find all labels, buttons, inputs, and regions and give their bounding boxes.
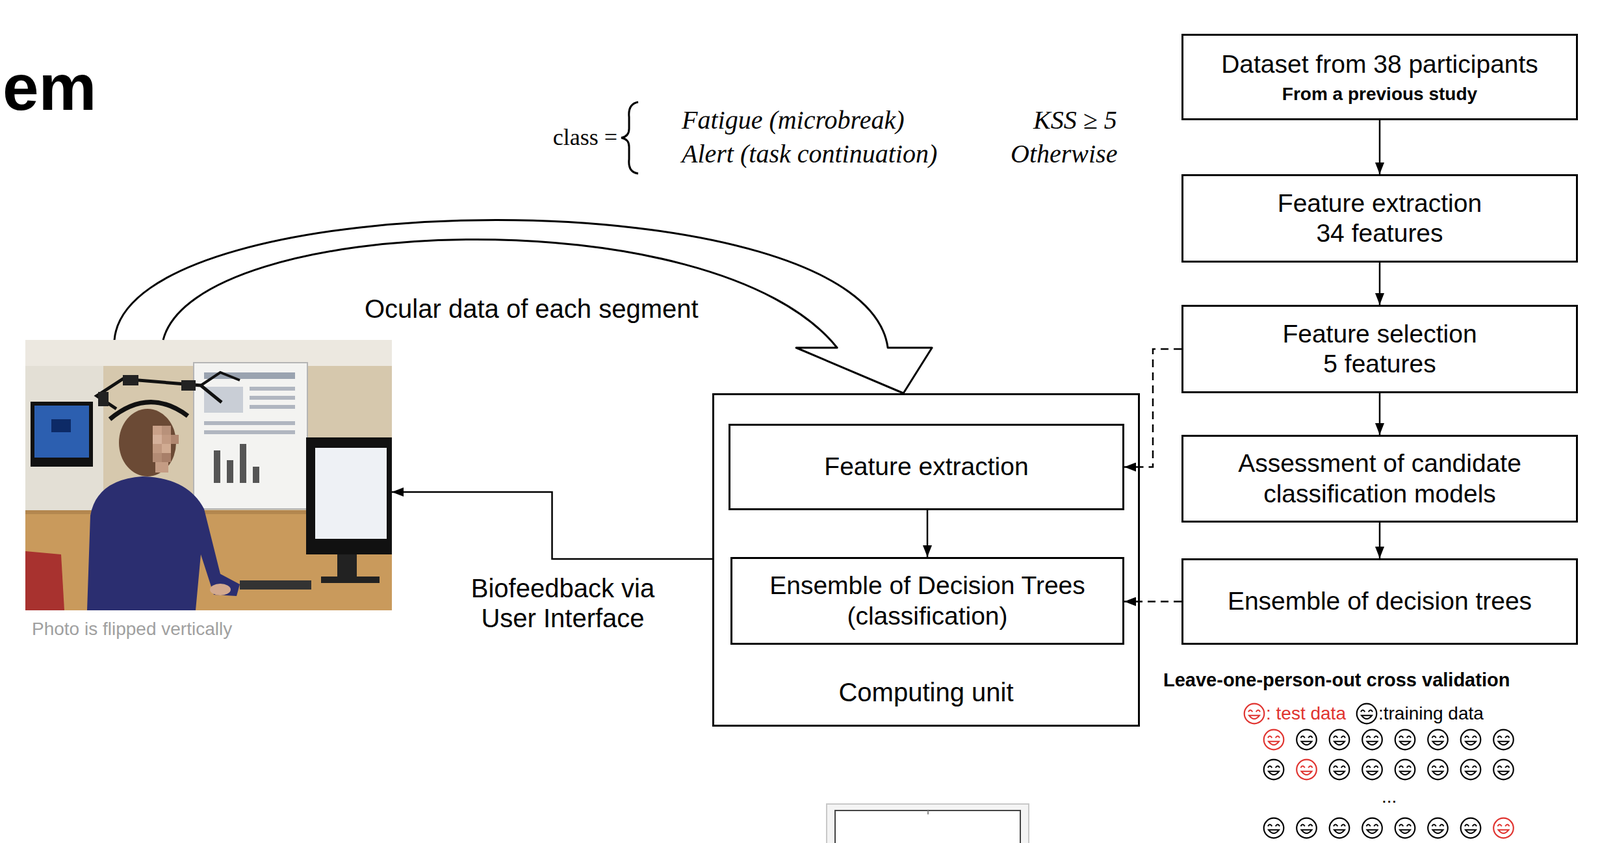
dataset-box: Dataset from 38 participantsFrom a previ… (1181, 33, 1578, 121)
data-flow-arrow (114, 219, 932, 394)
legend: : test data :training data (1242, 701, 1484, 726)
partial-window (826, 803, 1029, 843)
title-fragment: em (2, 54, 97, 120)
legend-text: : test data (1265, 703, 1346, 724)
edge-label: Ocular data of each segment (361, 293, 702, 324)
connector (1379, 262, 1381, 305)
formula-label: class = (553, 124, 618, 151)
box-label: Computing unit (714, 677, 1138, 708)
box-label: Ensemble of decision trees (1227, 586, 1532, 617)
box-label: Assessment of candidate classification m… (1192, 448, 1567, 509)
face-sample (1354, 701, 1379, 726)
process-box: Assessment of candidate classification m… (1181, 434, 1578, 523)
edge-label: Biofeedback via User Interface (449, 573, 676, 633)
ellipsis: ... (1381, 786, 1397, 808)
dashed-connector (1124, 600, 1182, 603)
photo-illustration (25, 339, 392, 611)
box-sublabel: 5 features (1323, 348, 1436, 379)
process-box: Feature extraction34 features (1181, 174, 1578, 263)
formula-case: Fatigue (microbreak) (681, 105, 904, 136)
dashed-connector (1124, 348, 1182, 468)
box-sublabel: From a previous study (1282, 83, 1478, 105)
connector (1379, 522, 1381, 559)
legend-text: :training data (1378, 703, 1484, 724)
box-label: Feature extraction (824, 451, 1029, 482)
connector (391, 491, 713, 559)
process-box: Ensemble of decision trees (1181, 558, 1578, 645)
brace (621, 102, 639, 174)
box-label: Feature selection (1282, 319, 1477, 349)
photo-caption: Photo is flipped vertically (31, 618, 233, 640)
box-label: Ensemble of Decision Trees (classificati… (741, 570, 1114, 631)
participant-photo: Photo is flipped vertically (25, 339, 392, 611)
process-box: Feature extraction (728, 423, 1125, 511)
cross-validation-faces (1264, 729, 1514, 839)
box-label: Dataset from 38 participants (1221, 49, 1539, 80)
formula-condition: Otherwise (1010, 139, 1118, 169)
classifier-box: Ensemble of Decision Trees (classificati… (730, 556, 1125, 645)
section-heading: Leave-one-person-out cross validation (1163, 669, 1510, 691)
formula-case: Alert (task continuation) (681, 139, 938, 169)
face-sample (1242, 701, 1266, 726)
connector (926, 510, 929, 557)
formula-condition: KSS ≥ 5 (1033, 105, 1118, 136)
connector (1379, 393, 1381, 435)
connector (1379, 120, 1381, 175)
process-box: Feature selection5 features (1181, 304, 1578, 394)
box-sublabel: 34 features (1316, 218, 1443, 249)
box-label: Feature extraction (1277, 188, 1482, 219)
computing-unit: Computing unit Feature extractionEnsemble… (712, 393, 1140, 727)
